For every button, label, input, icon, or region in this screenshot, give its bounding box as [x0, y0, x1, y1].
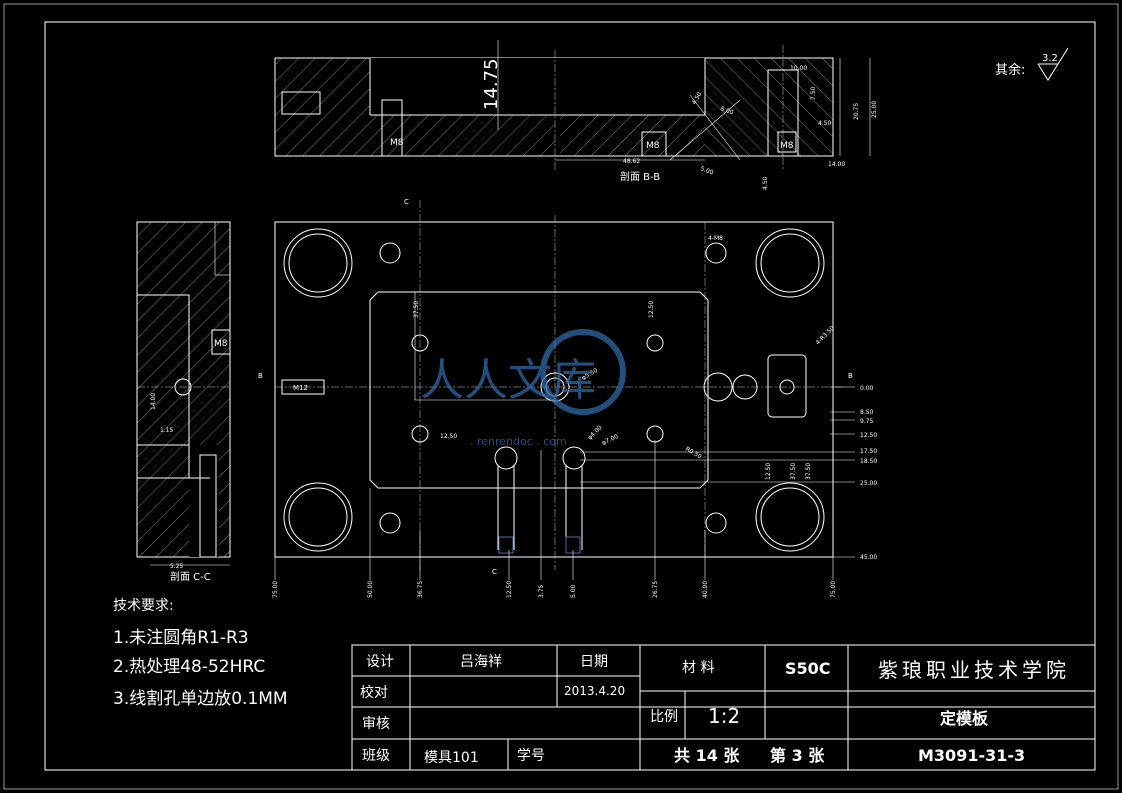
bb-dim-7: 14.00 — [828, 161, 845, 168]
right-dim-1: 0.00 — [860, 385, 874, 392]
tb-check-label: 校对 — [360, 684, 388, 701]
bb-dim-6: 48.62 — [623, 158, 640, 165]
plan-dim-1250: 12.50 — [440, 433, 457, 440]
plan-phi7: φ7.00 — [601, 433, 620, 447]
cc-dim-1: 1.15 — [160, 427, 174, 434]
tb-class-value: 模具101 — [424, 750, 479, 766]
tb-school: 紫琅职业技术学院 — [878, 658, 1070, 682]
tb-drawing-no: M3091-31-3 — [918, 746, 1025, 765]
roughness-symbol: 其余: 3.2 — [995, 47, 1069, 81]
tb-date: 2013.4.20 — [564, 684, 625, 698]
depth-dim: 14.75 — [481, 58, 502, 110]
watermark: 人人文库 . renrendoc . com — [420, 329, 626, 448]
tb-sheet-no: 第 3 张 — [770, 746, 825, 765]
right-dim-6: 18.50 — [860, 458, 877, 465]
right-dim-4: 12.50 — [860, 432, 877, 439]
right-dim-8: 45.00 — [860, 554, 877, 561]
bottom-dim-2: 50.00 — [367, 581, 374, 598]
plan-r05: R0.50 — [684, 446, 703, 461]
watermark-text: 人人文库 — [420, 355, 596, 406]
plan-thread-m12: M12 — [293, 384, 308, 392]
roughness-value: 3.2 — [1042, 53, 1058, 64]
tb-material-value: S50C — [785, 659, 831, 678]
right-dim-5: 17.50 — [860, 448, 877, 455]
thread-label-1: M8 — [390, 138, 404, 148]
tb-sheets: 共 14 张 — [674, 746, 740, 765]
plan-dim-3750b: 37.50 — [790, 463, 797, 480]
right-dim-7: 25.00 — [860, 480, 877, 487]
bb-dim-9: 8.00 — [719, 105, 734, 116]
cc-thread-label: M8 — [214, 339, 228, 349]
right-dim-3: 9.75 — [860, 418, 874, 425]
bottom-dim-7: 26.75 — [652, 581, 659, 598]
bb-dim-5: 7.50 — [810, 86, 817, 100]
bb-dim-8: 4.50 — [762, 176, 769, 190]
bottom-ordinate-dims: 75.00 50.00 36.75 12.50 3.75 5.00 26.75 … — [272, 440, 837, 598]
right-ordinate-dims: 0.00 8.50 9.75 12.50 17.50 18.50 25.00 4… — [580, 385, 877, 561]
tb-review-label: 审核 — [362, 716, 390, 732]
bb-dim-3: 25.00 — [871, 101, 878, 118]
bottom-dim-9: 75.00 — [830, 581, 837, 598]
tech-item-3: 3.线割孔单边放0.1MM — [113, 689, 288, 709]
right-dim-2: 8.50 — [860, 409, 874, 416]
tech-title: 技术要求: — [113, 598, 174, 614]
marker-b-left: B — [258, 372, 263, 380]
tb-student-no-label: 学号 — [517, 748, 545, 764]
outer-frame — [3, 3, 1119, 790]
cc-dim-3: 5.25 — [170, 563, 184, 570]
bb-dim-1: 10.00 — [790, 65, 807, 72]
bottom-dim-1: 75.00 — [272, 581, 279, 598]
plan-4m8: 4-M8 — [708, 235, 723, 242]
marker-c-top: C — [404, 198, 409, 206]
tb-designer: 吕海祥 — [460, 654, 502, 670]
tb-scale-value: 1:2 — [708, 704, 740, 728]
section-cc-label: 剖面 C-C — [170, 570, 211, 583]
tech-requirements: 技术要求: 1.未注圆角R1-R3 2.热处理48-52HRC 3.线割孔单边放… — [113, 598, 288, 709]
tech-item-1: 1.未注圆角R1-R3 — [113, 628, 249, 648]
bottom-dim-3: 36.75 — [417, 581, 424, 598]
bb-dim-2: 20.75 — [853, 103, 860, 120]
thread-label-3: M8 — [780, 141, 794, 151]
marker-b-right: B — [848, 372, 853, 380]
tech-item-2: 2.热处理48-52HRC — [113, 657, 265, 677]
bottom-dim-6: 5.00 — [570, 584, 577, 598]
tb-date-label: 日期 — [580, 654, 608, 670]
bottom-dim-5: 3.75 — [538, 584, 545, 598]
bottom-dim-8: 40.00 — [702, 581, 709, 598]
section-cc-view: M8 1.15 14.00 5.25 剖面 C-C — [136, 221, 231, 583]
marker-c-bottom: C — [492, 568, 497, 576]
section-bb-label: 剖面 B-B — [620, 170, 660, 183]
tb-design-label: 设计 — [366, 654, 394, 670]
watermark-url: . renrendoc . com — [470, 435, 567, 448]
bottom-dim-4: 12.50 — [506, 581, 513, 598]
roughness-label: 其余: — [995, 62, 1025, 78]
plan-dim-1250b: 12.50 — [648, 301, 655, 318]
plan-dim-3750a: 37.50 — [413, 301, 420, 318]
plan-dim-1250c: 12.50 — [765, 463, 772, 480]
section-bb-view: 14.75 M8 M8 M8 10.00 20.75 25.00 4.50 7.… — [274, 40, 878, 190]
tb-part-name: 定模板 — [939, 709, 989, 728]
thread-label-2: M8 — [646, 141, 660, 151]
plan-view: M12 4-M8 4-R3.50 φ5.50 φ4.00 φ7.00 R0.50… — [258, 198, 853, 576]
plan-phi4: φ4.00 — [586, 424, 603, 441]
title-block: 设计 吕海祥 日期 校对 2013.4.20 审核 班级 模具101 学号 材 … — [351, 644, 1096, 771]
bb-dim-4: 4.50 — [818, 120, 832, 127]
tb-scale-label: 比例 — [650, 709, 678, 725]
tb-class-label: 班级 — [362, 748, 390, 764]
bb-dim-10: 5.00 — [699, 165, 714, 176]
tb-material-label: 材 料 — [682, 660, 714, 676]
plan-dim-3750c: 37.50 — [805, 463, 812, 480]
cc-dim-2: 14.00 — [150, 393, 157, 410]
